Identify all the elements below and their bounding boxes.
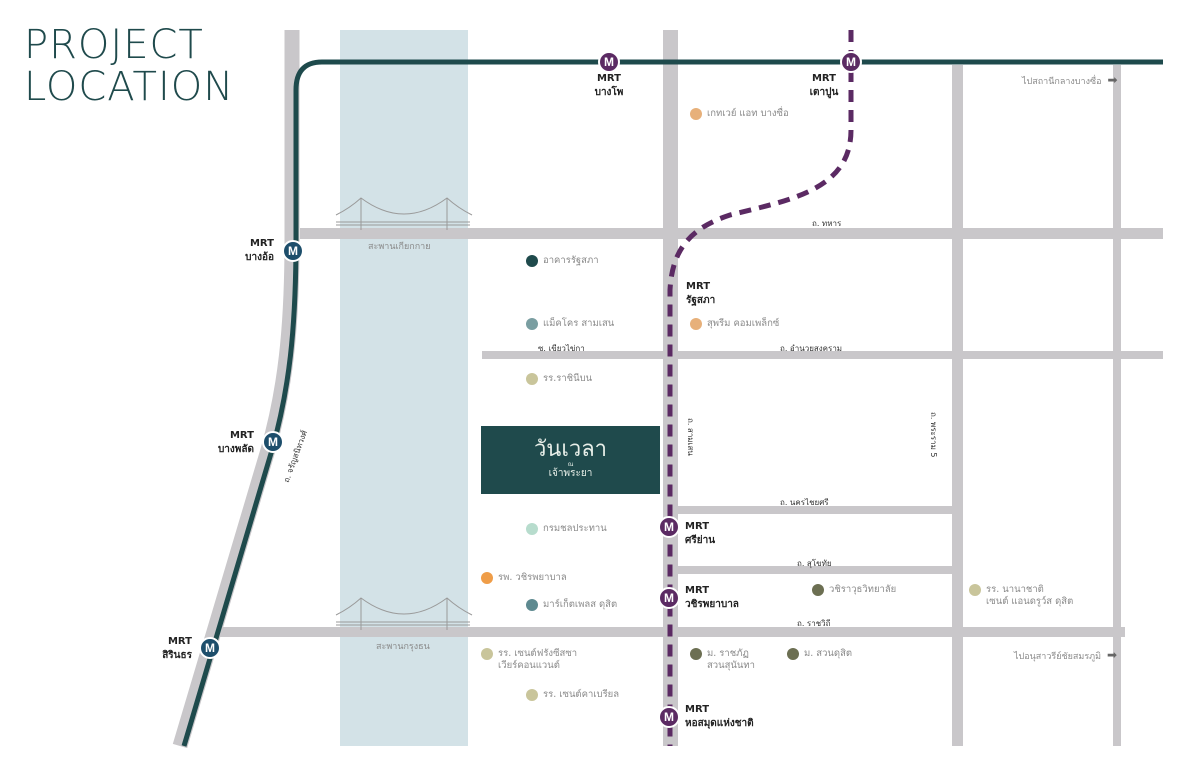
- poi-dot-icon: [481, 572, 493, 584]
- road-label: ถ. ทหาร: [812, 219, 842, 228]
- title-line1: PROJECT: [24, 22, 204, 68]
- bridge-label: สะพานกรุงธน: [376, 642, 430, 652]
- mrt-station-icon[interactable]: M: [840, 51, 862, 73]
- poi[interactable]: กรมชลประทาน: [526, 523, 607, 535]
- poi-dot-icon: [526, 523, 538, 535]
- poi-dot-icon: [526, 599, 538, 611]
- title-line2: LOCATION: [24, 64, 235, 110]
- road-charan: [172, 30, 300, 749]
- mrt-station-icon[interactable]: M: [262, 431, 284, 453]
- mrt-station-icon[interactable]: M: [658, 706, 680, 728]
- page-title: PROJECT LOCATION: [24, 24, 234, 108]
- poi-dot-icon: [526, 373, 538, 385]
- bridge-lower: [335, 597, 473, 630]
- poi-dot-icon: [526, 689, 538, 701]
- mrt-purple-line: [667, 30, 854, 746]
- poi[interactable]: แม็คโคร สามเสน: [526, 318, 614, 330]
- poi[interactable]: วชิราวุธวิทยาลัย: [812, 584, 896, 596]
- road-amnuay: [482, 351, 1163, 359]
- bridge-label: สะพานเกียกกาย: [368, 242, 431, 252]
- road-label: ถ. พระราม 5: [929, 412, 938, 458]
- road-thahan: [300, 228, 1163, 239]
- poi-dot-icon: [690, 108, 702, 120]
- road-sukhothai: [678, 566, 957, 574]
- direction-to-victory-monument[interactable]: ไปอนุสาวรีย์ชัยสมรภูมิ➡: [1014, 648, 1118, 662]
- road-east: [1113, 65, 1121, 746]
- road-label: ถ. อำนวยสงคราม: [780, 344, 843, 353]
- poi[interactable]: รพ. วชิรพยาบาล: [481, 572, 567, 584]
- poi[interactable]: เกทเวย์ แอท บางซื่อ: [690, 108, 789, 120]
- road-label: ซ. เขียวไข่กา: [538, 344, 585, 353]
- bridge-upper: [335, 197, 473, 230]
- poi-dot-icon: [526, 255, 538, 267]
- project-logo-name: วันเวลา: [533, 437, 608, 462]
- poi-dot-icon: [812, 584, 824, 596]
- mrt-station-icon[interactable]: M: [658, 587, 680, 609]
- mrt-station-icon[interactable]: M: [598, 51, 620, 73]
- direction-to-bang-sue[interactable]: ไปสถานีกลางบางซื่อ➡: [1022, 73, 1118, 87]
- project-logo-connector: ณ: [567, 461, 574, 468]
- road-label: ถ. ราชวิถี: [797, 619, 831, 628]
- poi-dot-icon: [481, 648, 493, 660]
- mrt-station-icon[interactable]: M: [282, 240, 304, 262]
- mrt-station-icon[interactable]: M: [199, 637, 221, 659]
- mrt-blue-line: [181, 59, 1163, 747]
- poi-dot-icon: [526, 318, 538, 330]
- road-label: ถ. สุโขทัย: [797, 559, 832, 568]
- arrow-right-icon: ➡: [1107, 648, 1118, 662]
- poi-dot-icon: [969, 584, 981, 596]
- road-nakhon: [678, 506, 957, 514]
- mrt-station-icon[interactable]: M: [658, 516, 680, 538]
- road-label: ถ. นครไชยศรี: [780, 498, 829, 507]
- poi[interactable]: รร. นานาชาติเซนต์ แอนดรูว์ส ดุสิต: [969, 584, 1073, 608]
- poi-dot-icon: [690, 318, 702, 330]
- poi-dot-icon: [690, 648, 702, 660]
- poi[interactable]: รร. เซนต์ฟรังซีสซาเวียร์คอนแวนต์: [481, 648, 591, 672]
- poi[interactable]: มาร์เก็ตเพลส ดุสิต: [526, 599, 617, 611]
- road-rama5: [952, 65, 963, 746]
- poi[interactable]: สุพรีม คอมเพล็กซ์: [690, 318, 779, 330]
- arrow-right-icon: ➡: [1107, 73, 1118, 87]
- project-logo-subtitle: เจ้าพระยา: [548, 468, 593, 479]
- poi[interactable]: รร. เซนต์คาเบรียล: [526, 689, 619, 701]
- poi-dot-icon: [787, 648, 799, 660]
- poi[interactable]: อาคารรัฐสภา: [526, 255, 599, 267]
- poi[interactable]: รร.ราชินีบน: [526, 373, 592, 385]
- project-marker[interactable]: วันเวลา ณ เจ้าพระยา: [481, 426, 660, 494]
- poi[interactable]: ม. ราชภัฏสวนสุนันทา: [690, 648, 755, 672]
- poi[interactable]: ม. สวนดุสิต: [787, 648, 852, 660]
- road-label: ถ. สามเสน: [686, 418, 695, 456]
